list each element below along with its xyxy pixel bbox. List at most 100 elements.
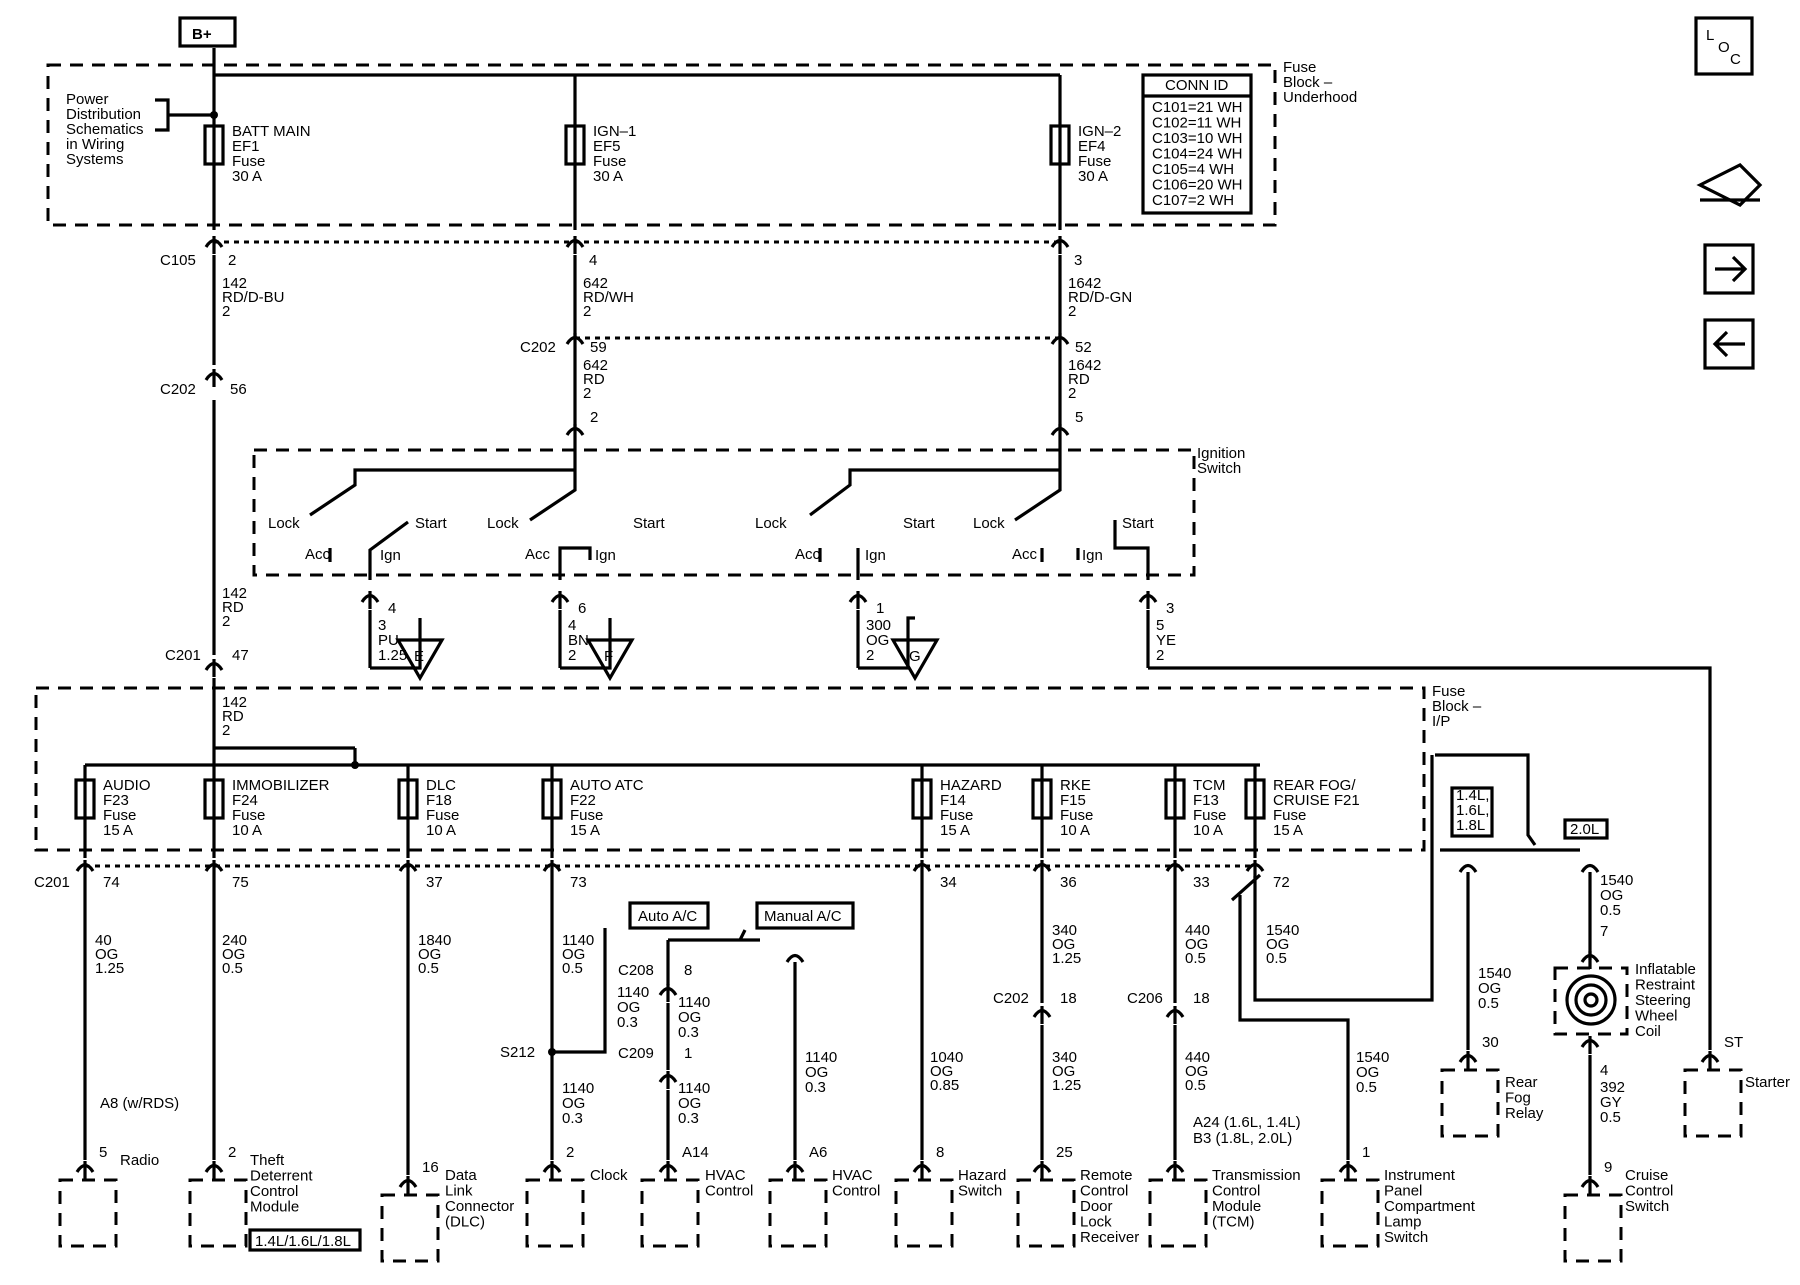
cruise-control-switch	[1563, 1193, 1623, 1263]
wire-label: OG	[562, 1095, 585, 1112]
pin-label: 56	[230, 381, 247, 398]
wire-label: 2	[583, 303, 591, 320]
wire-label: 440	[1185, 922, 1210, 939]
power-distribution-note: Power	[66, 91, 109, 108]
wire-label: 0.5	[1185, 1077, 1206, 1094]
wire-label: 0.3	[805, 1079, 826, 1096]
connector-label: C209	[618, 1045, 654, 1062]
fuse-label: F18	[426, 792, 452, 809]
fuse-label: RKE	[1060, 777, 1091, 794]
wire-label: 3	[378, 617, 386, 634]
pin-label: 1	[1362, 1144, 1370, 1161]
fuse-label: AUTO ATC	[570, 777, 644, 794]
wire	[1230, 873, 1262, 902]
conn-id-row: C106=20 WH	[1152, 177, 1242, 194]
wire-label: OG	[678, 1009, 701, 1026]
fuse-label: CRUISE F21	[1273, 792, 1360, 809]
wire-label: 1140	[805, 1049, 837, 1066]
fuse-label: F15	[1060, 792, 1086, 809]
wire-label: 2	[1156, 647, 1164, 664]
wire-label: 1540	[1478, 965, 1511, 982]
fuse-label: Fuse	[232, 807, 265, 824]
fuse-label: BATT MAIN	[232, 123, 311, 140]
connector-label: C201	[34, 874, 70, 891]
loc-icon: L	[1706, 27, 1714, 44]
pin-label: 2	[566, 1144, 574, 1161]
wire-label: 1540	[1600, 872, 1633, 889]
wire-label: BN	[568, 632, 589, 649]
wire-label: OG	[1600, 887, 1623, 904]
component-label: Receiver	[1080, 1229, 1139, 1246]
hvac-control-auto	[640, 1178, 700, 1248]
pin-label: 8	[936, 1144, 944, 1161]
wire-label: OG	[1185, 1063, 1208, 1080]
component-label: Inflatable	[1635, 961, 1696, 978]
pin-label: 3	[1074, 252, 1082, 269]
component-label: Coil	[1635, 1023, 1661, 1040]
wire-label: 0.3	[562, 1110, 583, 1127]
fuse-block-ip-label: I/P	[1432, 713, 1450, 730]
arrow-right-icon	[1703, 243, 1755, 295]
switch-position: Acc	[1012, 546, 1038, 563]
ref-letter: F	[604, 648, 613, 665]
engine-option-label: 1.8L	[1456, 817, 1485, 834]
wire-label: 142	[222, 585, 247, 602]
component-label: Panel	[1384, 1183, 1422, 1200]
switch-position: Acc	[525, 546, 551, 563]
pin-label: 73	[570, 874, 587, 891]
fuse-label: HAZARD	[940, 777, 1002, 794]
wire-label: RD/D-GN	[1068, 289, 1132, 306]
coil-symbol	[1583, 992, 1599, 1008]
fuse-label: 15 A	[103, 822, 133, 839]
pin-label: 47	[232, 647, 249, 664]
battery-label: B+	[192, 26, 212, 43]
pin-label: 34	[940, 874, 957, 891]
pin-label: 30	[1482, 1034, 1499, 1051]
component-label: Remote	[1080, 1167, 1133, 1184]
engine-option-label: 1.4L,	[1456, 787, 1489, 804]
arrow-right-icon	[1715, 255, 1748, 283]
wire-label: 0.5	[1478, 995, 1499, 1012]
wire-label: OG	[418, 946, 441, 963]
switch-position: Lock	[973, 515, 1005, 532]
fuse-label: Fuse	[426, 807, 459, 824]
ac-option-box	[755, 901, 855, 930]
ac-option-label: Auto A/C	[638, 908, 697, 925]
pin-label: 52	[1075, 339, 1092, 356]
connector-label: C208	[618, 962, 654, 979]
component-label: Steering	[1635, 992, 1691, 1009]
component-label: Switch	[1384, 1229, 1428, 1246]
wire-label: 2	[1068, 385, 1076, 402]
wire-label: 1140	[678, 1080, 710, 1097]
pin-label: 74	[103, 874, 120, 891]
wire	[858, 616, 915, 670]
wire-label: 1.25	[378, 647, 407, 664]
switch-position: Acc	[305, 546, 331, 563]
arrow-left-icon	[1712, 330, 1745, 358]
wire-label: 0.5	[1600, 902, 1621, 919]
fuse-label: IGN–2	[1078, 123, 1121, 140]
wire	[560, 618, 612, 670]
tcm-component	[1148, 1178, 1208, 1248]
ground-ref-triangle	[890, 638, 940, 682]
wire-label: 642	[583, 275, 608, 292]
wire-label: 2	[583, 385, 591, 402]
component-label: Theft	[250, 1152, 285, 1169]
component-label: Fog	[1505, 1090, 1531, 1107]
wire-label: 1.25	[1052, 1077, 1081, 1094]
switch-contact	[1113, 520, 1150, 580]
component-label: Connector	[445, 1198, 514, 1215]
conn-id-title: CONN ID	[1165, 77, 1229, 94]
connector-label: C206	[1127, 990, 1163, 1007]
pin-label: 6	[578, 600, 586, 617]
wire-label: OG	[1356, 1064, 1379, 1081]
switch-contact	[368, 520, 409, 580]
component-label: Starter	[1745, 1074, 1790, 1091]
wire-label: 0.3	[617, 1014, 638, 1031]
wire-label: RD	[583, 371, 605, 388]
fuse-block-ip	[34, 686, 1426, 852]
pin-label: A14	[682, 1144, 709, 1161]
wire-label: 392	[1600, 1079, 1625, 1096]
fuse-label: 15 A	[1273, 822, 1303, 839]
wire	[1253, 755, 1434, 1002]
